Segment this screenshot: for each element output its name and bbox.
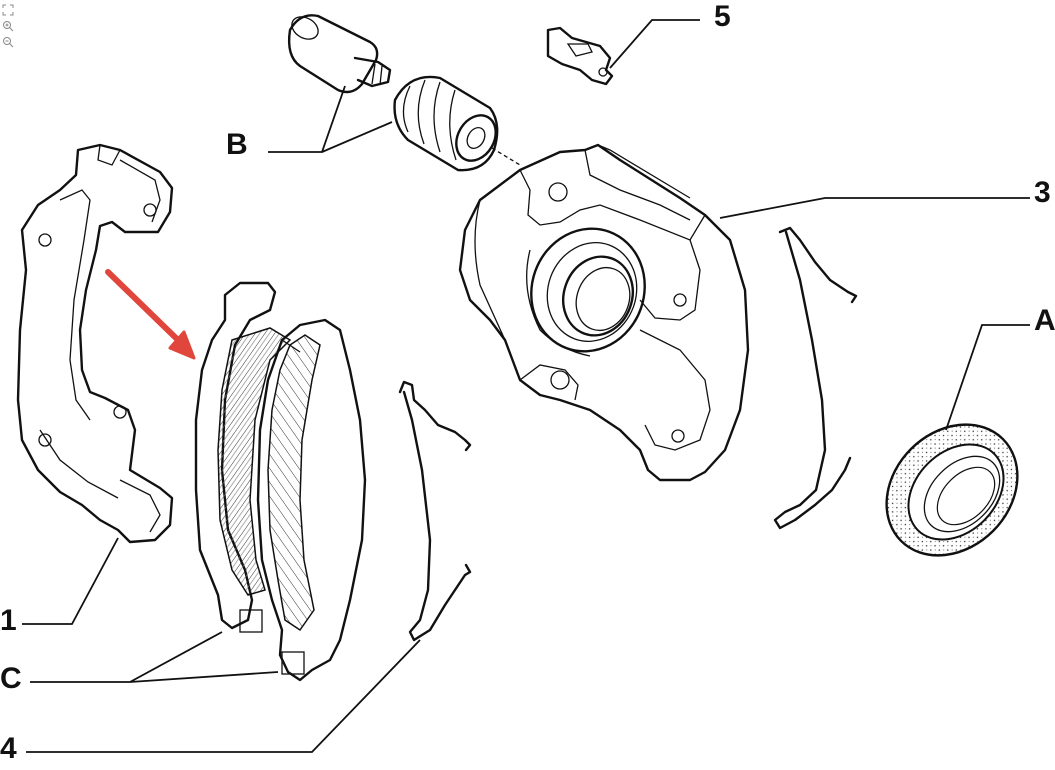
guide-pin-and-boot [287, 14, 521, 172]
leader-lines [22, 19, 1030, 753]
callout-5: 5 [714, 0, 731, 33]
callout-4: 4 [0, 732, 17, 765]
red-arrow-indicator [105, 269, 196, 360]
piston-seal [885, 423, 1019, 557]
zoom-out-icon[interactable] [2, 36, 14, 48]
callout-C: C [0, 662, 22, 695]
pad-springs [398, 226, 858, 642]
caliper-bracket [16, 143, 174, 544]
bleed-screw [546, 26, 614, 86]
zoom-in-icon[interactable] [2, 20, 14, 32]
callout-1: 1 [0, 604, 17, 637]
fit-screen-icon[interactable] [2, 4, 14, 16]
caliper-body [458, 143, 750, 482]
callout-A: A [1034, 304, 1055, 337]
zoom-toolbar [2, 4, 16, 48]
callout-B: B [226, 128, 248, 161]
brake-pads [194, 281, 367, 682]
callout-3: 3 [1034, 176, 1051, 209]
